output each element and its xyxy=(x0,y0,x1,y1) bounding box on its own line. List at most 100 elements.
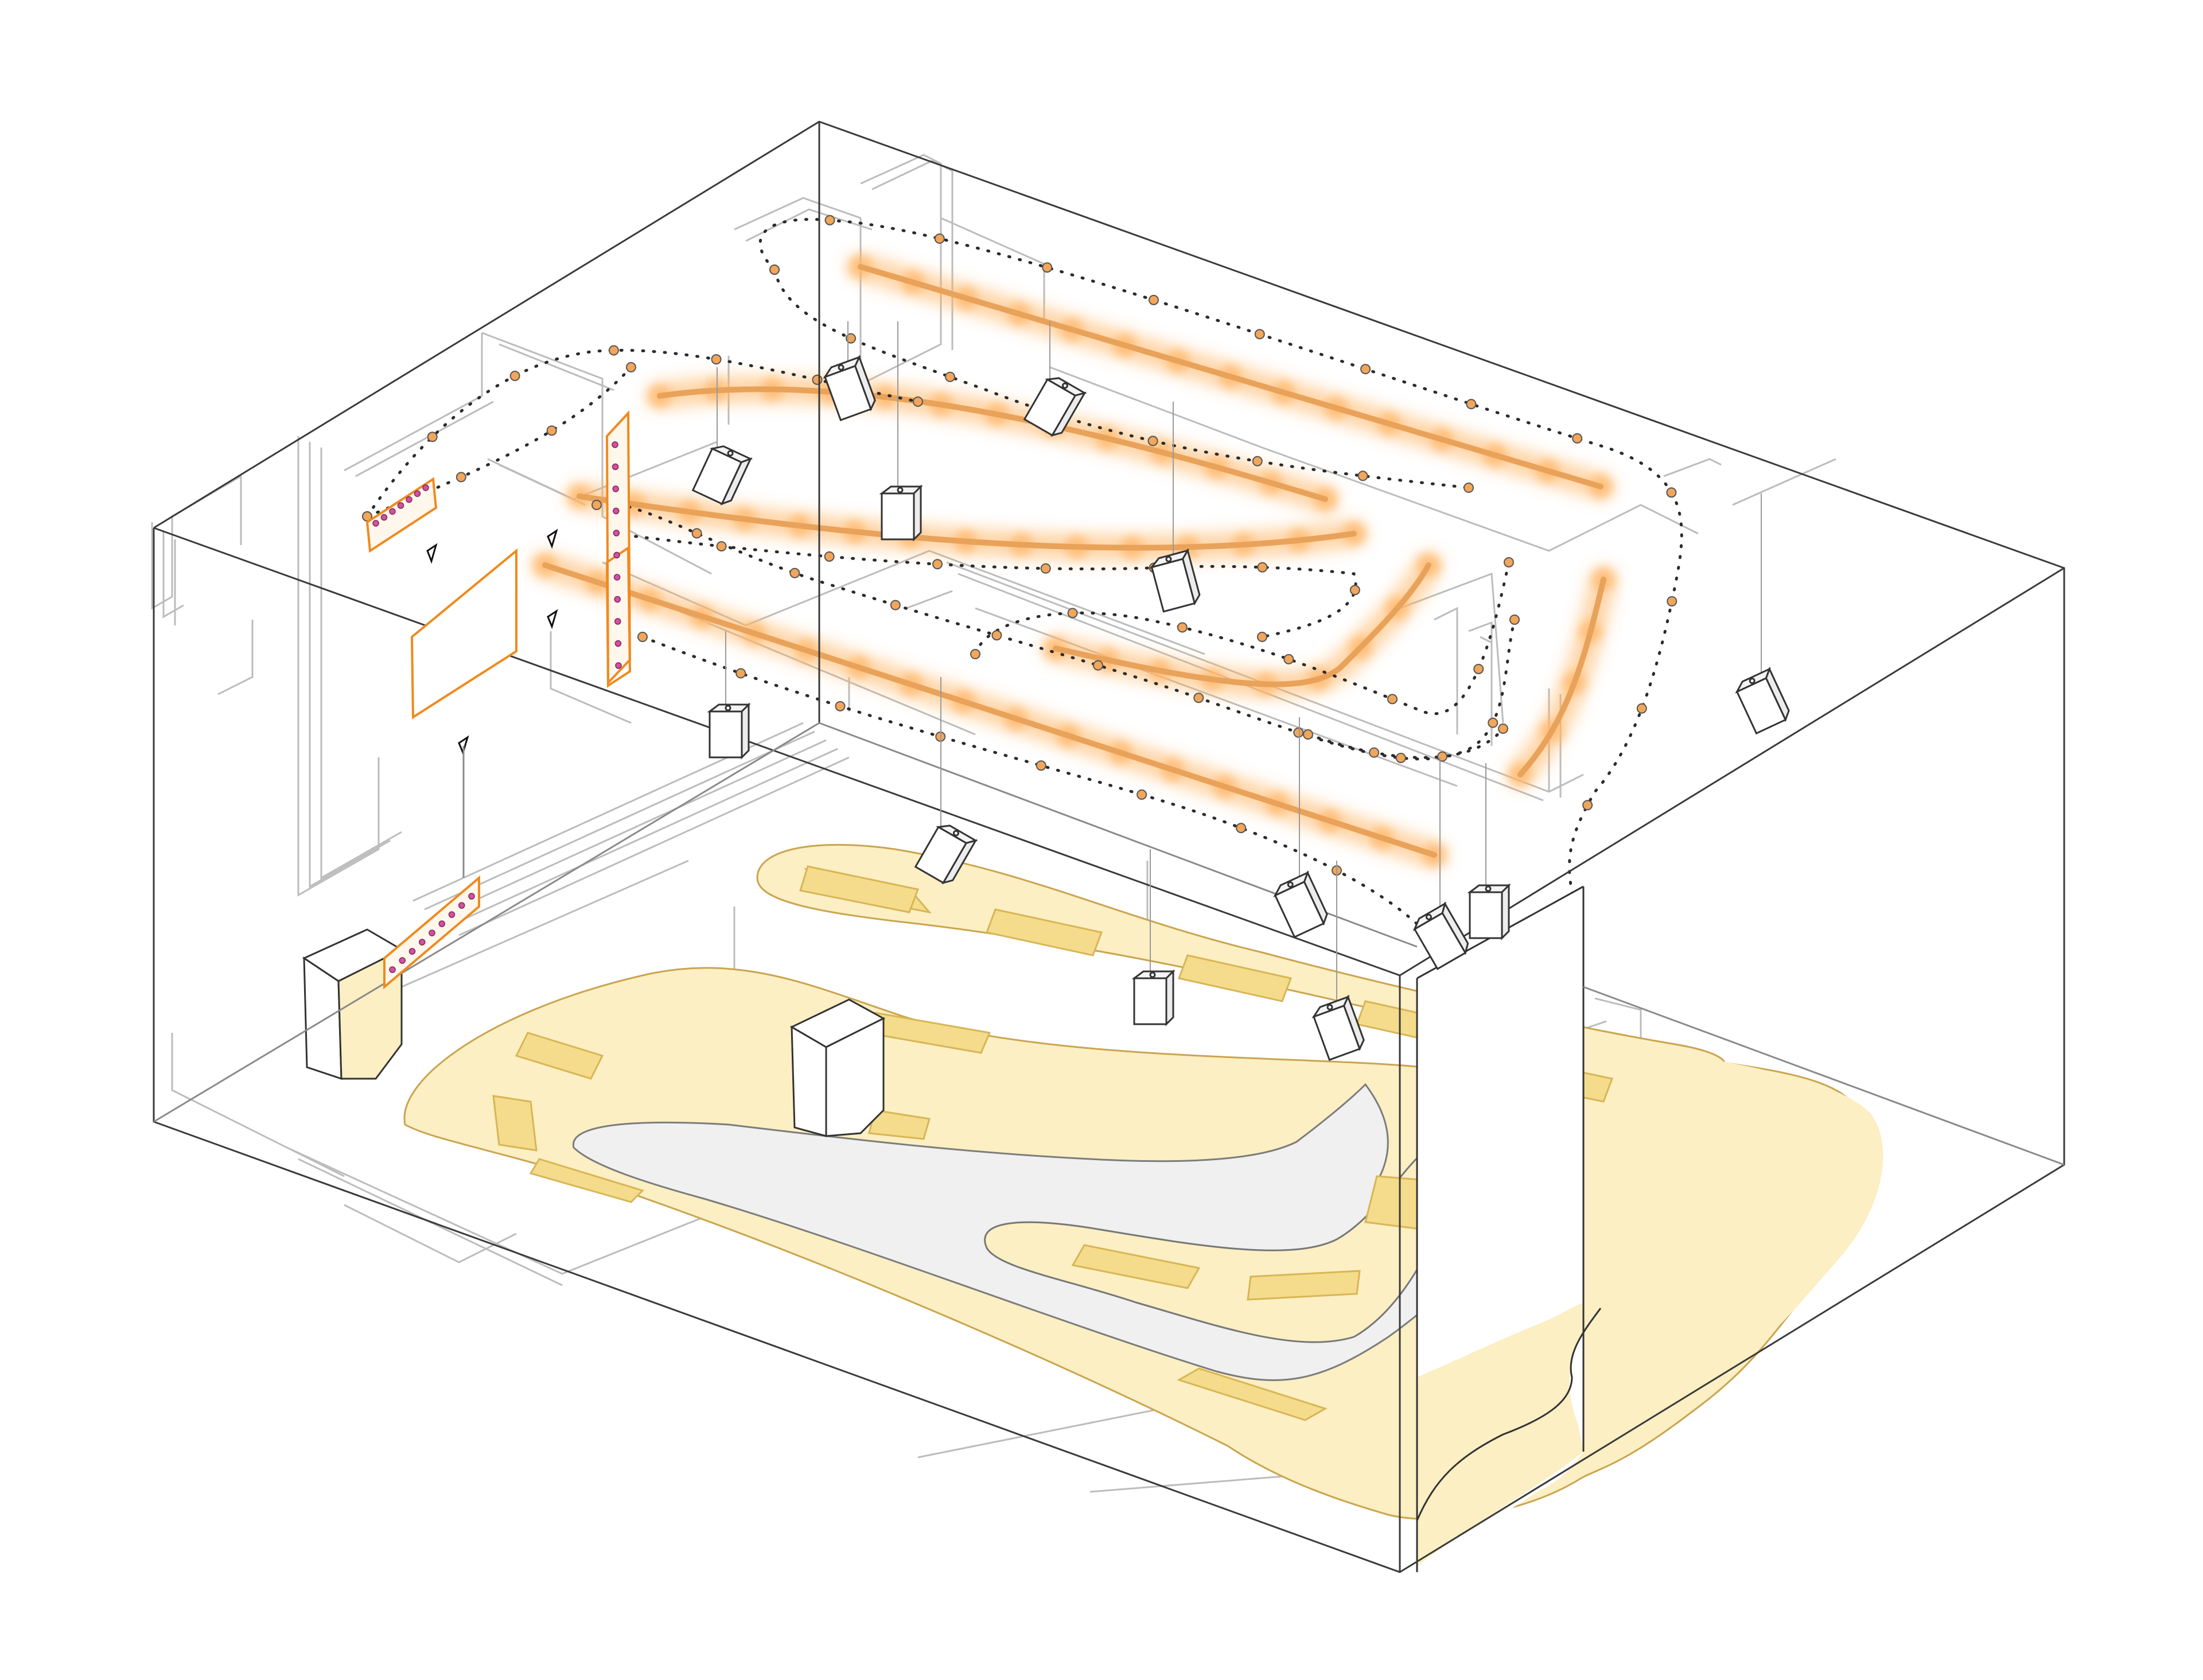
point-light xyxy=(637,632,648,642)
wall-panel-icon xyxy=(365,477,438,553)
linear-light-rail xyxy=(542,562,1437,858)
panel-dot xyxy=(414,490,421,497)
panel-dot xyxy=(408,948,416,955)
point-light xyxy=(1437,751,1448,762)
panel-dot xyxy=(612,485,619,492)
right-partition xyxy=(1416,885,1602,1572)
wiring-trace xyxy=(458,756,850,936)
wiring-trace xyxy=(162,531,184,619)
point-light xyxy=(1387,694,1398,705)
point-light xyxy=(1303,729,1313,740)
rail-dot-glow-layer xyxy=(534,255,1615,866)
pendant-luminaire-icon xyxy=(879,484,923,542)
point-light xyxy=(716,541,727,552)
partition-drape-edge xyxy=(1416,1308,1602,1521)
point-light xyxy=(890,600,901,610)
point-light xyxy=(1042,262,1053,273)
floor-pad xyxy=(492,1095,538,1152)
wiring-trace xyxy=(217,620,254,695)
room-box xyxy=(153,120,2065,1573)
point-light xyxy=(1093,660,1104,671)
point-light xyxy=(1177,622,1188,633)
panel-dot xyxy=(458,902,465,909)
box-edge xyxy=(153,722,820,1123)
panel-dot xyxy=(614,618,621,625)
linear-light-rail xyxy=(858,264,1603,489)
panel-dot xyxy=(389,966,396,973)
point-light xyxy=(970,649,980,659)
point-light xyxy=(991,630,1002,641)
panel-dot xyxy=(397,502,404,509)
box-edge xyxy=(1399,567,2065,977)
floor-pad xyxy=(985,908,1103,956)
wiring-trace xyxy=(1594,997,1642,1044)
wiring-trace xyxy=(1663,458,1722,477)
wiring-trace xyxy=(1480,636,1492,644)
point-light xyxy=(1464,483,1474,493)
wiring-trace xyxy=(499,343,614,391)
point-light xyxy=(1509,615,1520,625)
panel-dot xyxy=(612,463,619,470)
point-light xyxy=(591,500,602,510)
point-light xyxy=(1360,364,1371,375)
pendant-luminaire-icon xyxy=(1412,901,1469,970)
point-light xyxy=(1395,752,1406,763)
panel-dot xyxy=(448,911,456,918)
wiring-trace xyxy=(309,442,391,888)
point-light xyxy=(824,215,835,225)
point-light xyxy=(1136,789,1147,800)
rail-glow-layer xyxy=(532,254,1617,868)
pendant-luminaire-icon xyxy=(1149,548,1201,613)
box-edge xyxy=(1583,986,2065,1166)
point-light xyxy=(456,472,466,483)
point-light xyxy=(1636,703,1647,714)
wiring-trace xyxy=(447,748,838,928)
point-light xyxy=(1252,456,1263,466)
point-light xyxy=(945,371,956,382)
marker-arrow-icon xyxy=(547,528,558,549)
wiring-trace xyxy=(286,1146,735,1275)
point-light xyxy=(812,374,823,385)
dotted-circuit xyxy=(773,268,1470,489)
wiring-trace xyxy=(355,400,494,477)
wiring-trace xyxy=(151,475,242,610)
point-light xyxy=(1667,596,1677,606)
dotted-circuit xyxy=(1306,727,1505,759)
wiring-trace xyxy=(171,1033,345,1177)
pendant-luminaire-icon xyxy=(707,702,751,760)
panel-dot xyxy=(372,520,379,527)
wiring-trace xyxy=(344,1204,517,1263)
wiring-trace xyxy=(745,208,873,242)
point-light xyxy=(735,668,746,679)
marker-arrow-icon xyxy=(547,609,558,629)
floor-pad xyxy=(515,1032,604,1080)
point-light xyxy=(1504,557,1514,567)
point-light xyxy=(626,362,636,372)
point-light xyxy=(913,396,923,407)
panel-dot xyxy=(438,920,445,927)
wiring-trace xyxy=(848,154,942,391)
point-light xyxy=(427,431,438,442)
pendant-luminaire-icon xyxy=(1023,377,1087,437)
marker-arrows xyxy=(426,528,558,756)
dotted-circuit xyxy=(758,217,1683,914)
pendant-luminaire-icon xyxy=(823,355,876,422)
linear-light-rails xyxy=(542,264,1606,858)
point-light xyxy=(1236,823,1247,834)
dotted-circuit xyxy=(365,348,920,518)
wiring-trace xyxy=(734,197,862,379)
pendant-luminaire-icon xyxy=(691,445,753,505)
pendant-luminaire-icon xyxy=(1131,969,1176,1026)
panel-dot xyxy=(614,640,622,647)
panel-dot xyxy=(406,496,412,503)
linear-light-rail xyxy=(1517,577,1606,777)
point-light xyxy=(789,567,800,578)
point-light xyxy=(932,559,943,570)
dotted-circuits xyxy=(365,217,1683,931)
plinth-icon xyxy=(789,998,886,1137)
point-light xyxy=(824,551,835,562)
marker-arrow-icon xyxy=(458,735,469,756)
wiring-trace xyxy=(906,590,953,609)
